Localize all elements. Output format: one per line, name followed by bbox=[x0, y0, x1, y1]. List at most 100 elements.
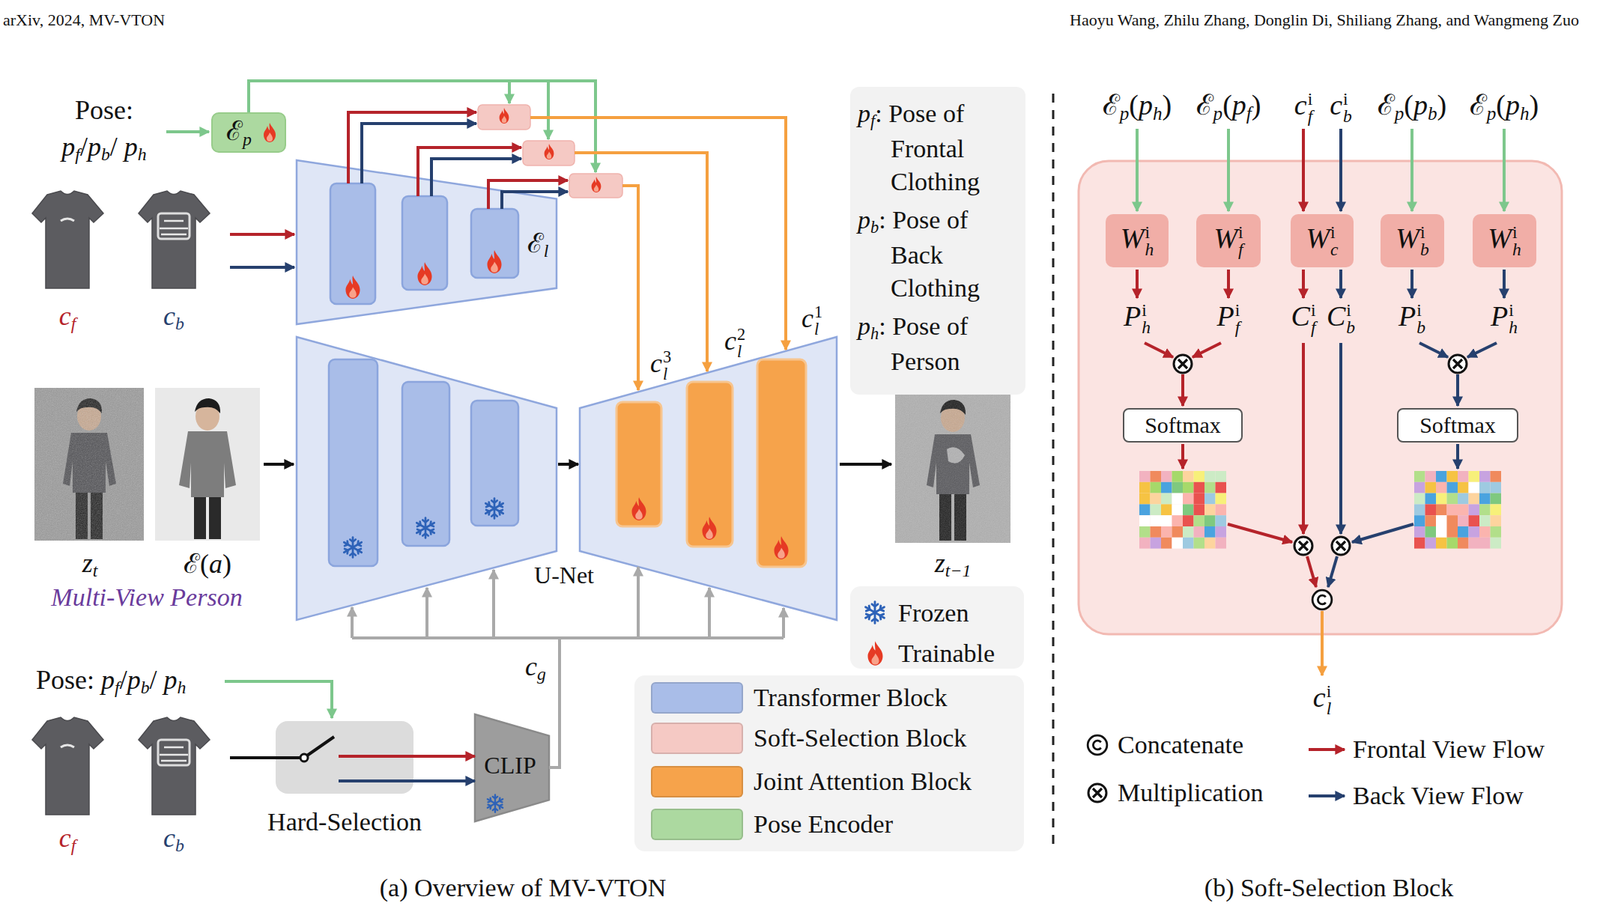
flow-arrow bbox=[1328, 556, 1338, 588]
frozen-icons bbox=[343, 498, 503, 813]
condition-arrow bbox=[425, 588, 429, 639]
legend-text: Transformer Block bbox=[753, 683, 947, 713]
attention-cell bbox=[1182, 482, 1195, 494]
script-stack: hi bbox=[1141, 301, 1151, 337]
attention-cell bbox=[1150, 515, 1162, 527]
attention-cell bbox=[1468, 537, 1481, 550]
attention-cell bbox=[1215, 537, 1227, 550]
attention-cell bbox=[1447, 504, 1459, 516]
text-run: a bbox=[208, 549, 223, 580]
label-text: ℰ(a) bbox=[183, 549, 232, 580]
node-text: ph: Pose of Person bbox=[857, 310, 1018, 379]
subscript: h bbox=[1141, 319, 1151, 338]
script-stack: bi bbox=[1343, 89, 1353, 126]
condition-arrow bbox=[492, 570, 496, 639]
text-run: z bbox=[934, 548, 946, 579]
feature-arrow bbox=[574, 152, 708, 372]
flow-arrow bbox=[1181, 374, 1185, 406]
text-run: h bbox=[1152, 103, 1163, 124]
attention-cell bbox=[1215, 515, 1227, 527]
transformer-blocks bbox=[328, 183, 519, 567]
attention-cell bbox=[1490, 471, 1502, 483]
attention-cell bbox=[1182, 493, 1195, 505]
label-text: zt bbox=[82, 548, 99, 583]
text-run: p bbox=[857, 205, 871, 234]
attention-cell bbox=[1215, 493, 1227, 505]
pose-arrow bbox=[1410, 128, 1414, 212]
legend-swatch bbox=[650, 808, 744, 841]
superscript: 1 bbox=[814, 304, 823, 321]
attention-cell bbox=[1194, 537, 1206, 550]
subscript: l bbox=[737, 343, 746, 361]
text-run: b bbox=[870, 217, 879, 237]
text-run: W bbox=[1487, 222, 1512, 254]
attention-cell bbox=[1172, 493, 1184, 505]
front-garment-image bbox=[32, 717, 104, 815]
text-run: ) bbox=[222, 549, 232, 580]
text-run: ℰ bbox=[1196, 89, 1214, 121]
attention-cell bbox=[1425, 526, 1437, 538]
attention-cell bbox=[1139, 504, 1151, 516]
superscript: 2 bbox=[737, 326, 746, 344]
attention-cell bbox=[1435, 471, 1448, 483]
text-run: ℰ bbox=[1377, 89, 1395, 121]
pose-arrow bbox=[248, 80, 596, 173]
text-run: p bbox=[1394, 103, 1405, 124]
attention-cell bbox=[1457, 471, 1469, 483]
text-run: g bbox=[537, 664, 547, 684]
flow-arrow bbox=[1456, 374, 1460, 406]
text-run: p bbox=[1505, 89, 1520, 121]
attention-map bbox=[1414, 471, 1502, 550]
text-run: P bbox=[1490, 300, 1508, 332]
text-run: c bbox=[1313, 681, 1326, 714]
soft-selection-panel bbox=[1078, 161, 1562, 635]
flow-arrow bbox=[1456, 444, 1460, 469]
flow-arrow bbox=[229, 232, 295, 236]
label-text: Phi bbox=[1123, 300, 1151, 338]
script-stack: fi bbox=[1307, 89, 1314, 126]
attention-cell bbox=[1150, 471, 1162, 483]
label-text: cl1 bbox=[801, 303, 823, 338]
text-run: ( bbox=[1128, 89, 1139, 121]
text-run: p bbox=[1232, 89, 1247, 121]
switch-lever bbox=[307, 737, 335, 756]
text-run: ℰ bbox=[527, 228, 544, 259]
script-stack: bi bbox=[1416, 301, 1426, 337]
flow-arrow bbox=[1352, 524, 1414, 543]
text-run: c bbox=[650, 348, 663, 379]
attention-cell bbox=[1447, 526, 1459, 538]
attention-cell bbox=[1150, 537, 1162, 550]
joint-attention-blocks bbox=[616, 359, 806, 568]
noisy-person-image bbox=[34, 388, 144, 541]
skip-arrow bbox=[558, 462, 579, 466]
attention-cell bbox=[1479, 526, 1491, 538]
attention-cell bbox=[1435, 526, 1448, 538]
attention-cell bbox=[1479, 537, 1491, 550]
script-stack: hi bbox=[1508, 301, 1518, 337]
flow-arrow bbox=[1181, 444, 1185, 469]
superscript: i bbox=[1330, 223, 1338, 242]
script-stack: fi bbox=[1310, 301, 1317, 337]
attention-cell bbox=[1490, 515, 1502, 527]
attention-cell bbox=[1435, 515, 1448, 527]
output-arrow bbox=[1320, 611, 1324, 676]
attention-cell bbox=[1194, 515, 1206, 527]
label-text: Cfi bbox=[1291, 300, 1317, 338]
label-text: Pbi bbox=[1398, 300, 1426, 338]
text-run: f bbox=[74, 144, 81, 165]
legend-text: Pose Encoder bbox=[753, 809, 893, 839]
text-run: W bbox=[1305, 222, 1330, 254]
script-stack: l2 bbox=[737, 326, 746, 361]
text-run: p bbox=[242, 128, 252, 149]
attention-cell bbox=[1150, 482, 1162, 494]
text-run: ( bbox=[1495, 89, 1506, 121]
label-text: (a) Overview of MV-VTON bbox=[379, 873, 666, 903]
text-run: W bbox=[1213, 222, 1238, 254]
superscript: i bbox=[1416, 301, 1426, 320]
label-text: ℰp(pb) bbox=[1377, 89, 1447, 126]
text-run: / bbox=[80, 131, 88, 162]
flow-arrow bbox=[1419, 343, 1448, 358]
legend-icons bbox=[865, 602, 885, 666]
label-text: cbi bbox=[1329, 89, 1353, 126]
text-run: h bbox=[870, 324, 879, 344]
